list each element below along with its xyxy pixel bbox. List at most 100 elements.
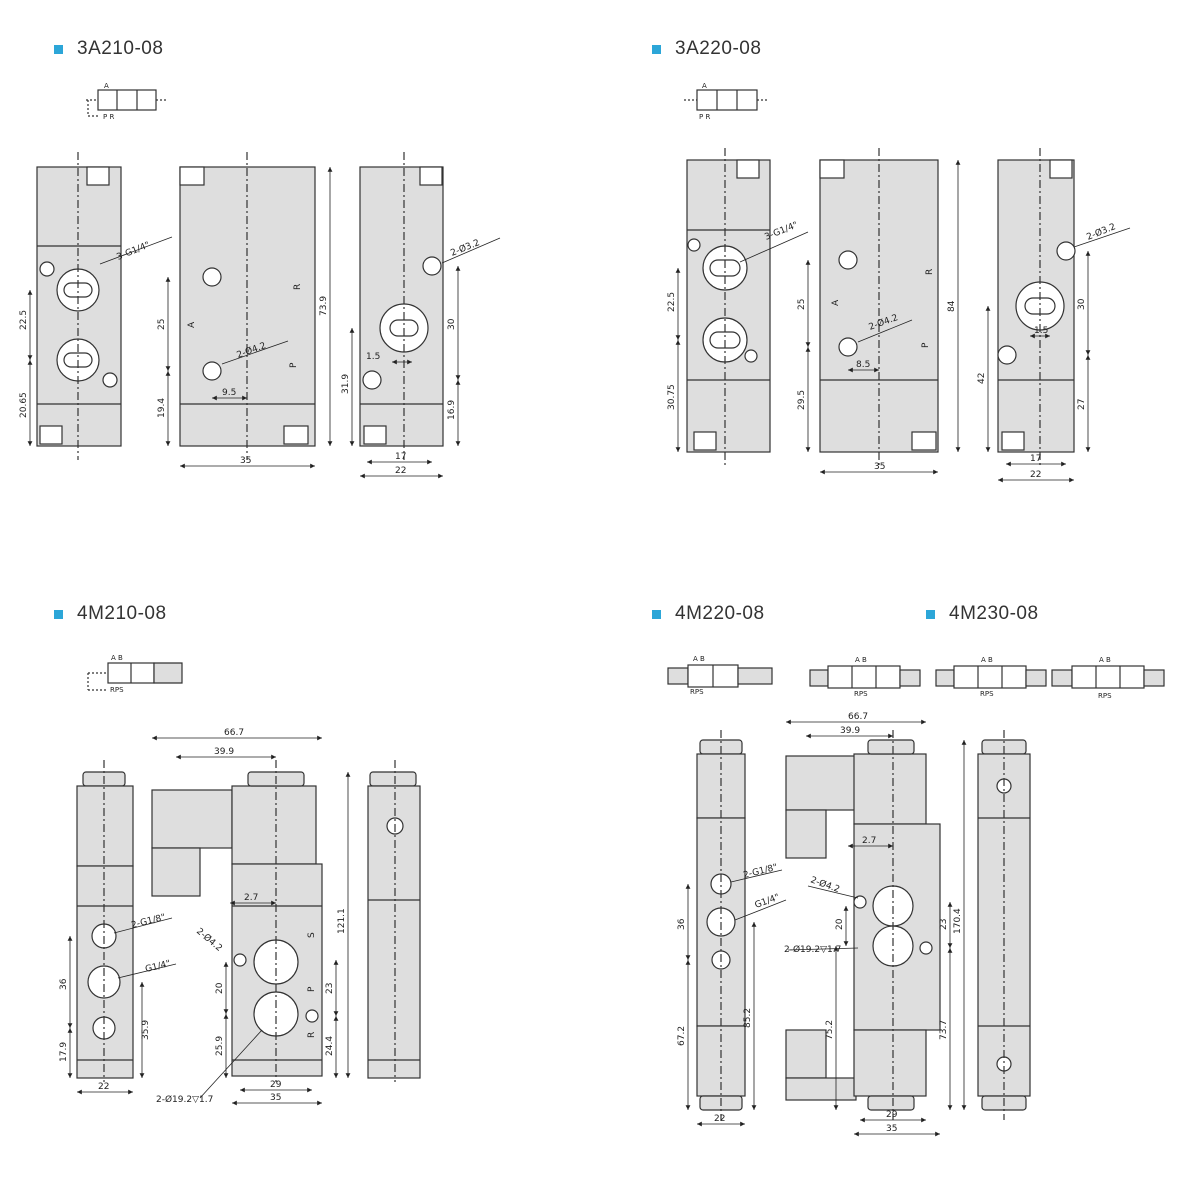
- dimension-label: 17: [395, 452, 406, 462]
- dimension-label: 29: [270, 1080, 282, 1090]
- symbol-label-rps: RPS: [980, 690, 994, 698]
- dimension-label: 84: [947, 300, 957, 312]
- dimension-label: 121.1: [337, 908, 347, 934]
- thread-callout: 2-G1/8": [130, 913, 166, 931]
- end-view-4m220: [977, 730, 1031, 1120]
- dimension-label: 9.5: [222, 388, 236, 398]
- dimension-label: 39.9: [840, 726, 860, 736]
- port-label-r: R: [925, 269, 935, 275]
- port-label-r: R: [293, 284, 303, 290]
- model-title-4m210: 4M210-08: [54, 603, 167, 625]
- front-view-4m210: [151, 760, 323, 1082]
- thread-callout: G1/4": [754, 893, 781, 911]
- dimension-label: 35: [874, 462, 885, 472]
- dimension-label: 2.7: [244, 893, 258, 903]
- port-label-r: R: [307, 1032, 317, 1038]
- dimension-label: 27: [1077, 399, 1087, 410]
- model-title-4m220: 4M220-08: [652, 603, 765, 625]
- dimension-label: 73.9: [319, 296, 329, 316]
- end-view-4m210: [367, 760, 421, 1082]
- symbol-label-rps: RPS: [690, 688, 704, 696]
- dimension-label: 22: [714, 1114, 725, 1124]
- bullet-icon: [54, 609, 63, 619]
- dimension-label: 39.9: [214, 747, 234, 757]
- side-view-4m220: [696, 730, 746, 1120]
- bullet-icon: [926, 609, 935, 619]
- dimension-label: 42: [977, 373, 987, 384]
- dimension-label: 25: [157, 319, 167, 330]
- symbol-label-ab: A B: [111, 654, 123, 662]
- dimension-label: 19.4: [157, 398, 167, 418]
- dimension-label: 85.2: [743, 1008, 753, 1028]
- dimension-label: 75.2: [825, 1020, 835, 1040]
- hole-callout: 2-Ø3.2: [449, 237, 481, 259]
- front-view-4m220: [785, 730, 941, 1120]
- dimension-label: 29: [886, 1110, 898, 1120]
- valve-symbol-4m220: A B RPS: [667, 655, 773, 696]
- dimension-label: 22: [1030, 470, 1041, 480]
- symbol-label-pr: P R: [103, 113, 114, 121]
- dimension-label: 2.7: [862, 836, 876, 846]
- thread-callout: 2-G1/8": [742, 863, 778, 881]
- symbol-label-ab: A B: [1099, 656, 1111, 664]
- dimension-label: 30: [447, 318, 457, 330]
- dimension-label: 20: [215, 982, 225, 994]
- end-view-3a220: [997, 148, 1076, 465]
- hole-callout: 2-Ø4.2: [194, 926, 224, 954]
- dimension-label: 25.9: [215, 1036, 225, 1056]
- model-title-3a220: 3A220-08: [652, 38, 761, 60]
- dimension-label: 30: [1077, 298, 1087, 310]
- valve-symbol-3a210: A P R: [86, 82, 166, 121]
- hole-callout: 2-Ø19.2▽1.7: [156, 1094, 213, 1105]
- dimension-label: 25: [797, 299, 807, 310]
- dimension-label: 22.5: [19, 310, 29, 330]
- port-label-a: A: [187, 321, 197, 328]
- dimension-label: 22: [395, 466, 406, 476]
- port-label-a: A: [831, 299, 841, 306]
- dimension-label: 31.9: [341, 374, 351, 394]
- front-view-3a220: [819, 148, 939, 465]
- dimension-label: 16.9: [447, 400, 457, 420]
- valve-symbol-3a220: A P R: [684, 82, 768, 121]
- valve-symbol-4m230-c: A B RPS: [1051, 656, 1165, 700]
- symbol-label-a: A: [702, 82, 707, 90]
- dimension-label: 66.7: [224, 728, 244, 738]
- dimension-label: 20.65: [19, 392, 29, 418]
- dimension-label: 36: [677, 918, 687, 930]
- dimension-label: 73.7: [939, 1020, 949, 1040]
- dimension-label: 170.4: [953, 908, 963, 934]
- symbol-label-a: A: [104, 82, 109, 90]
- bullet-icon: [54, 44, 63, 54]
- port-label-p: P: [289, 362, 299, 368]
- end-view-3a210: [359, 152, 444, 460]
- dimension-label: 17: [1030, 454, 1041, 464]
- dimension-label: 36: [59, 978, 69, 990]
- side-view-3a220: [686, 148, 771, 465]
- port-label-s: S: [307, 932, 317, 938]
- hole-callout: 2-Ø19.2▽1.7: [784, 944, 841, 955]
- dimension-label: 29.5: [797, 390, 807, 410]
- valve-symbol-4m230-b: A B RPS: [935, 656, 1047, 698]
- symbol-label-rps: RPS: [110, 686, 124, 694]
- dimension-label: 35: [886, 1124, 897, 1134]
- dimension-label: 35: [270, 1093, 281, 1103]
- dimension-label: 20: [835, 918, 845, 930]
- model-title-4m230: 4M230-08: [926, 603, 1039, 625]
- thread-callout: G1/4": [144, 959, 171, 975]
- dimension-label: 67.2: [677, 1026, 687, 1046]
- symbol-label-ab: A B: [693, 655, 705, 663]
- side-view-4m210: [76, 760, 134, 1082]
- front-view-3a210: [179, 152, 316, 460]
- hole-callout: 2-Ø4.2: [809, 874, 841, 895]
- port-label-p: P: [307, 986, 317, 992]
- bullet-icon: [652, 609, 661, 619]
- symbol-label-rps: RPS: [854, 690, 868, 698]
- symbol-label-rps: RPS: [1098, 692, 1112, 700]
- valve-symbol-4m230-a: A B RPS: [809, 656, 921, 698]
- dimension-label: 1.5: [366, 352, 380, 362]
- dimension-label: 35.9: [141, 1020, 151, 1040]
- dimension-label: 23: [325, 983, 335, 994]
- symbol-label-pr: P R: [699, 113, 710, 121]
- dimension-label: 66.7: [848, 712, 868, 722]
- dimension-label: 8.5: [856, 360, 870, 370]
